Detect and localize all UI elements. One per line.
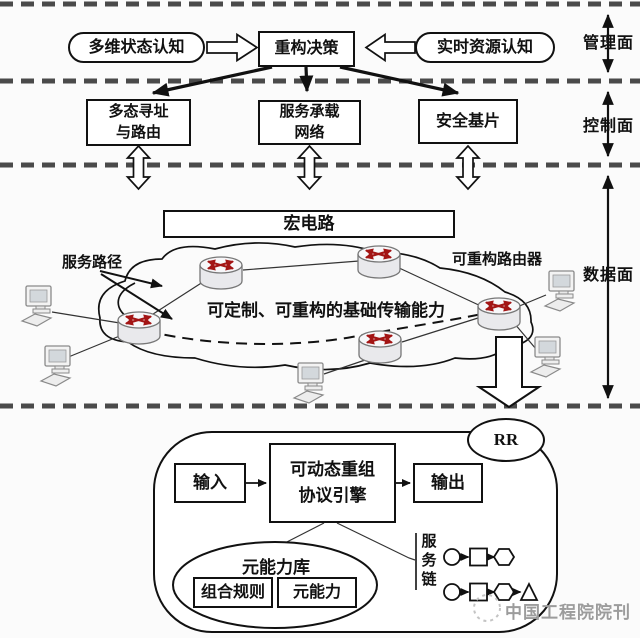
router-icon	[118, 312, 160, 344]
decision-fanout-arrows	[151, 65, 460, 97]
computer-icon	[40, 345, 71, 387]
router-icon	[358, 246, 400, 278]
management-plane-label: 管理面	[583, 35, 635, 52]
hollow-arrows-management	[206, 32, 416, 63]
rr-node-oval: RR	[467, 418, 545, 462]
dataplane-to-rr-arrow	[475, 336, 543, 409]
combination-rules-box: 组合规则	[193, 577, 273, 608]
computer-icons	[21, 270, 575, 404]
plane-divider-lines	[0, 1, 640, 409]
input-box: 输入	[174, 463, 246, 503]
service-chain-label: 服务链	[421, 534, 437, 588]
service-chain-row-2	[443, 581, 539, 602]
computer-icon	[293, 362, 324, 404]
service-chain-row-1	[443, 547, 516, 567]
data-plane-label: 数据面	[583, 267, 635, 284]
service-path-dashed	[146, 313, 483, 345]
watermark-text: 中国工程院院刊	[505, 603, 631, 622]
protocol-engine-box: 可动态重组 协议引擎	[269, 443, 396, 523]
service-path-label: 服务路径	[62, 255, 123, 271]
computer-icon	[530, 336, 561, 378]
output-box: 输出	[413, 463, 483, 503]
computer-icon	[544, 270, 575, 312]
state-awareness-oval: 多维状态认知	[68, 32, 205, 63]
control-plane-label: 控制面	[583, 118, 635, 135]
polymorphic-addressing-box: 多态寻址 与路由	[86, 99, 191, 146]
watermark-logo-icon	[473, 594, 501, 622]
reconfig-decision-box: 重构决策	[258, 31, 355, 67]
security-chip-box: 安全基片	[418, 99, 518, 144]
hollow-arrows-control	[125, 144, 481, 191]
resource-awareness-oval: 实时资源认知	[415, 32, 555, 63]
service-bearer-box: 服务承载 网络	[258, 100, 361, 145]
router-icon	[359, 331, 401, 363]
cloud-caption: 可定制、可重构的基础传输能力	[207, 301, 445, 320]
router-icon	[478, 298, 520, 330]
reconfig-router-label: 可重构路由器	[452, 252, 543, 268]
meta-library-label: 元能力库	[242, 558, 310, 577]
computer-icon	[21, 285, 52, 327]
meta-capability-box: 元能力	[277, 577, 357, 608]
topology-links	[51, 260, 547, 375]
router-icon	[200, 257, 242, 289]
service-path-arrows	[99, 270, 173, 320]
macro-circuit-box: 宏电路	[163, 210, 455, 238]
